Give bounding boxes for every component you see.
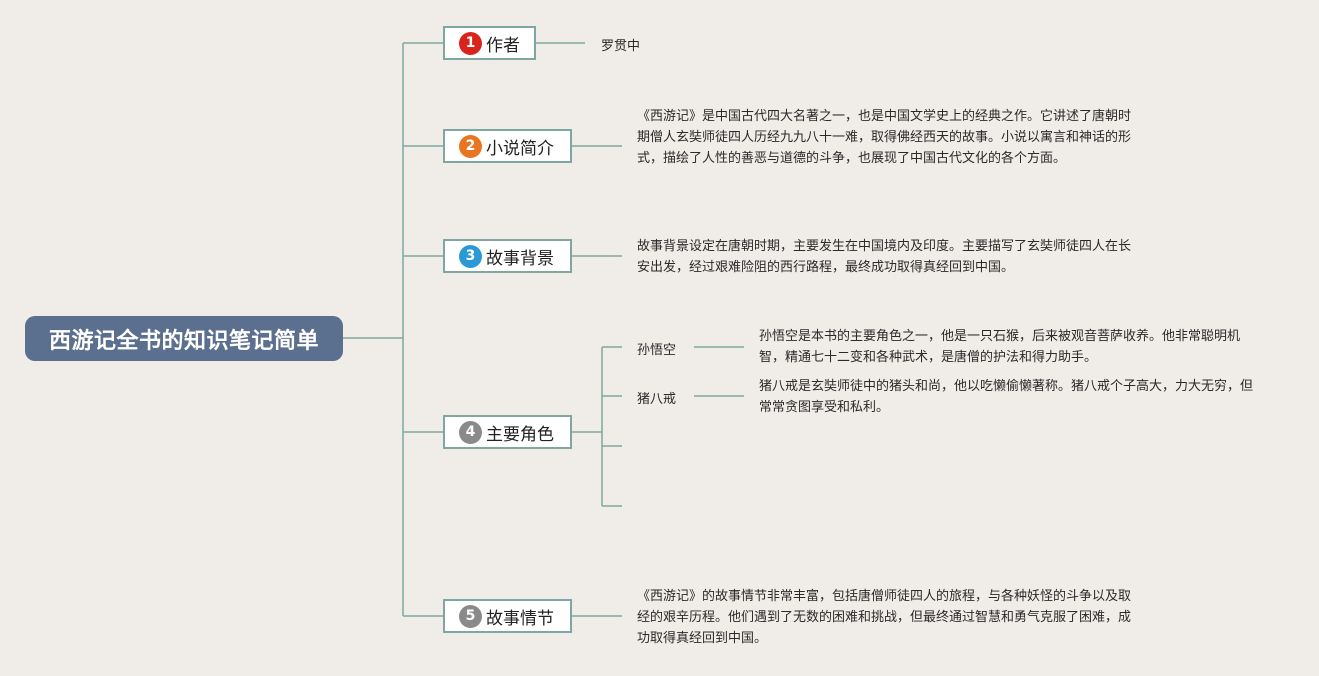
branch-plot[interactable]: 5 故事情节: [443, 599, 572, 633]
root-node[interactable]: 西游记全书的知识笔记简单: [25, 316, 343, 361]
character-desc-zhu-bajie: 猪八戒是玄奘师徒中的猪头和尚，他以吃懒偷懒著称。猪八戒个子高大，力大无穷，但常常…: [759, 379, 1254, 415]
branch-author[interactable]: 1 作者: [443, 26, 536, 60]
number-badge-3: 3: [459, 244, 482, 268]
branch-label: 故事情节: [486, 608, 554, 629]
branch-label: 作者: [486, 35, 520, 56]
branch-label: 主要角色: [486, 424, 554, 445]
note-author: 罗贯中: [601, 39, 641, 54]
character-name-sun-wukong[interactable]: 孙悟空: [637, 343, 677, 358]
character-name-zhu-bajie[interactable]: 猪八戒: [637, 392, 677, 407]
branch-label: 故事背景: [486, 248, 554, 269]
character-desc-sun-wukong: 孙悟空是本书的主要角色之一，他是一只石猴，后来被观音菩萨收养。他非常聪明机智，精…: [759, 329, 1241, 365]
note-intro: 《西游记》是中国古代四大名著之一，也是中国文学史上的经典之作。它讲述了唐朝时期僧…: [637, 109, 1132, 166]
number-badge-4: 4: [459, 420, 482, 444]
branch-characters[interactable]: 4 主要角色: [443, 415, 572, 449]
branch-intro[interactable]: 2 小说简介: [443, 129, 572, 163]
note-plot: 《西游记》的故事情节非常丰富，包括唐僧师徒四人的旅程，与各种妖怪的斗争以及取经的…: [637, 589, 1132, 646]
note-background: 故事背景设定在唐朝时期，主要发生在中国境内及印度。主要描写了玄奘师徒四人在长安出…: [637, 239, 1132, 275]
number-badge-5: 5: [459, 604, 482, 628]
number-badge-2: 2: [459, 134, 482, 158]
branch-background[interactable]: 3 故事背景: [443, 239, 572, 273]
number-badge-1: 1: [459, 31, 482, 55]
root-title: 西游记全书的知识笔记简单: [48, 328, 319, 354]
branch-label: 小说简介: [486, 138, 554, 159]
